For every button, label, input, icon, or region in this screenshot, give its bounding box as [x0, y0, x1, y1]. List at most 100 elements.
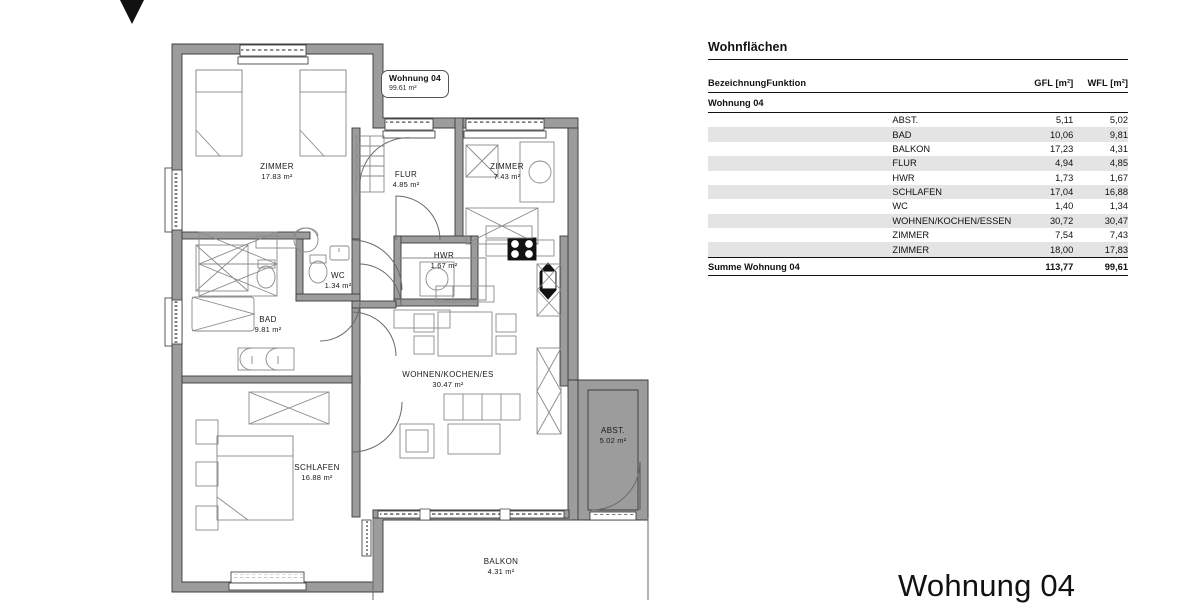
shower: [195, 244, 249, 292]
cell-gfl: 18,00: [1050, 244, 1074, 255]
coffee-table: [447, 423, 501, 455]
wardrobe: [248, 391, 330, 425]
kitchen-sink: [539, 262, 557, 300]
room-name: FLUR: [394, 170, 418, 179]
cell-bezeichnung: [708, 242, 766, 257]
areas-total-gfl: 113,77: [1011, 256, 1074, 276]
apartment-badge-area: 99.61 m²: [389, 84, 417, 92]
balcony-outline: [372, 518, 649, 600]
room-label-wohnen-kochen-essen: WOHNEN/KOCHEN/ES 30.47 m²: [402, 370, 493, 389]
cell-bezeichnung: [708, 142, 766, 156]
doors: [319, 137, 641, 511]
balcony-sliding-door: [377, 508, 565, 521]
areas-total-wfl: 99,61: [1073, 256, 1128, 276]
furniture: [191, 69, 562, 531]
room-area: 16.88 m²: [301, 473, 333, 482]
room-name: WOHNEN/KOCHEN/ES: [402, 370, 494, 379]
room-area: 9.81 m²: [254, 325, 282, 334]
window: [164, 297, 183, 347]
cell-bezeichnung: [708, 214, 766, 228]
room-label-hwr: HWR 1.67 m²: [431, 251, 458, 270]
areas-panel: Wohnflächen Bezeichnung Funktion GFL [m²…: [708, 40, 1128, 276]
sideboard: [435, 285, 495, 303]
cell-wfl: 17,83: [1104, 244, 1128, 255]
areas-group-row: Wohnung 04: [708, 92, 1128, 113]
toilet: [256, 259, 276, 289]
room-label-wc: WC 1.34 m²: [325, 271, 352, 290]
tall-cabinet: [536, 347, 562, 435]
washing-machine: [419, 261, 455, 297]
room-area: 30.47 m²: [432, 380, 464, 389]
cell-funktion: FLUR: [892, 158, 917, 169]
floor-plan-drawing: [164, 43, 649, 600]
tall-cabinet: [536, 263, 562, 317]
room-label-abst: ABST. 5.02 m²: [600, 426, 627, 445]
cell-wfl: 16,88: [1104, 187, 1128, 198]
cell-wfl: 9,81: [1109, 129, 1128, 140]
washbasin-double: [237, 347, 295, 371]
cell-funktion: ZIMMER: [892, 244, 930, 255]
bed: [299, 69, 347, 157]
cell-funktion: BALKON: [892, 143, 931, 154]
north-arrow: [112, 0, 152, 26]
bathtub: [191, 296, 256, 332]
chair: [528, 160, 552, 184]
room-area: 1.34 m²: [324, 281, 352, 290]
bed: [216, 435, 294, 521]
areas-table: Bezeichnung Funktion GFL [m²] WFL [m²] W…: [708, 78, 1128, 276]
room-name: ABST.: [601, 426, 625, 435]
room-label-zimmer-1: ZIMMER 17.83 m²: [260, 162, 294, 181]
window: [237, 44, 309, 65]
room-area: 5.02 m²: [599, 436, 627, 445]
sink: [329, 245, 350, 261]
room-label-balkon: BALKON 4.31 m²: [484, 557, 519, 576]
dining-chair: [495, 335, 517, 355]
cell-gfl: 17,04: [1050, 187, 1074, 198]
room-name: HWR: [433, 251, 455, 260]
cabinet: [355, 135, 385, 193]
cell-gfl: 5,11: [1055, 115, 1074, 126]
column-header-wfl: WFL [m²]: [1087, 78, 1128, 88]
column-header-funktion: Funktion: [766, 78, 807, 88]
room-area: 17.83 m²: [261, 172, 293, 181]
areas-group-label: Wohnung 04: [708, 92, 1128, 113]
room-label-bad: BAD 9.81 m²: [255, 315, 282, 334]
cell-wfl: 5,02: [1109, 115, 1128, 126]
cell-gfl: 4,94: [1055, 158, 1074, 169]
window: [228, 571, 307, 591]
apartment-badge: Wohnung 04 99.61 m²: [381, 70, 449, 98]
dining-chair: [413, 313, 435, 333]
cell-gfl: 1,73: [1055, 172, 1074, 183]
stove: [507, 237, 537, 261]
windows: [164, 44, 637, 591]
apartment-badge-title: Wohnung 04: [389, 73, 441, 83]
cell-funktion: WC: [892, 201, 908, 212]
nightstand: [195, 419, 219, 445]
dining-table: [437, 311, 493, 357]
window: [164, 167, 183, 233]
room-name: WC: [330, 271, 346, 280]
armchair: [399, 423, 435, 459]
cell-bezeichnung: [708, 171, 766, 185]
areas-table-header-row: Bezeichnung Funktion GFL [m²] WFL [m²]: [708, 78, 1128, 93]
kitchen-cabinet: [393, 309, 451, 329]
areas-panel-title: Wohnflächen: [708, 40, 1128, 60]
bed: [195, 69, 243, 157]
cell-gfl: 17,23: [1050, 143, 1074, 154]
cell-gfl: 30,72: [1050, 215, 1074, 226]
room-name: ZIMMER: [260, 162, 294, 171]
dining-chair: [495, 313, 517, 333]
cell-bezeichnung: [708, 199, 766, 213]
cell-gfl: 10,06: [1050, 129, 1074, 140]
cell-wfl: 1,34: [1109, 201, 1128, 212]
cell-wfl: 7,43: [1109, 230, 1128, 241]
room-area: 7.43 m²: [493, 172, 521, 181]
areas-total-row: Summe Wohnung 04 113,77 99,61: [708, 256, 1128, 276]
